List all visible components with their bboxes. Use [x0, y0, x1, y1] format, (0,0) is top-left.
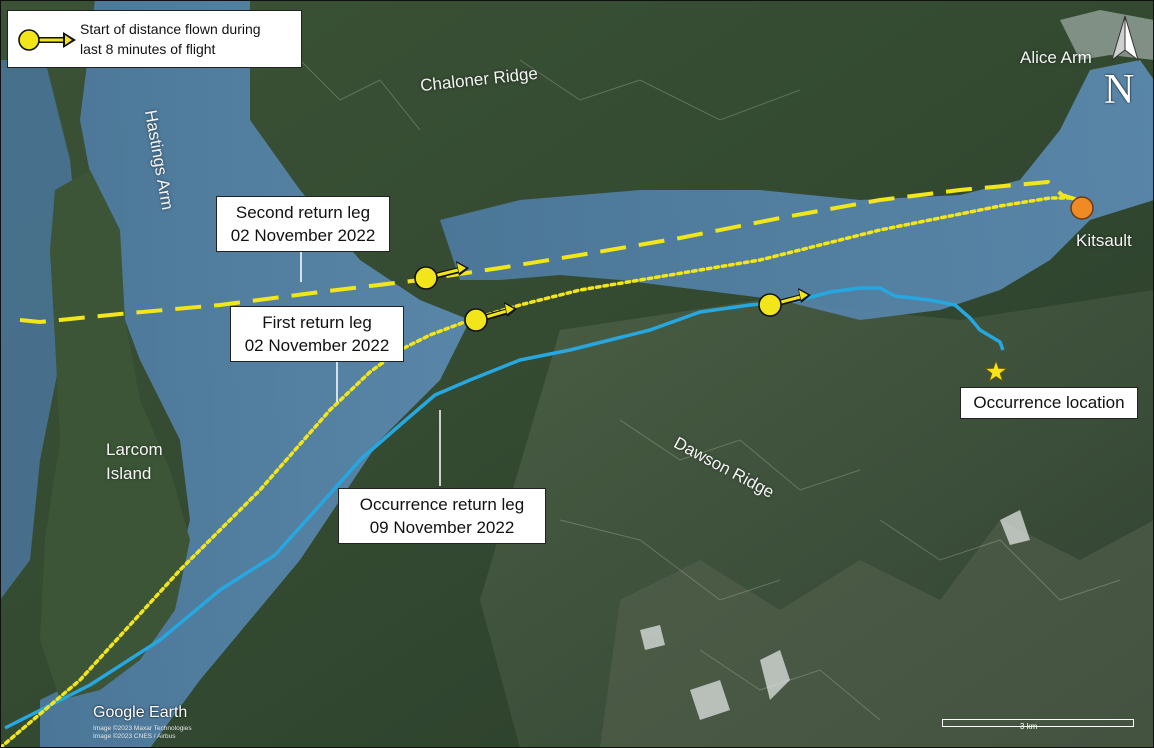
- occurrence-return-leg-title: Occurrence return leg: [359, 495, 525, 514]
- second-return-leg-track: [19, 179, 1079, 325]
- alice-arm-water: [440, 60, 1154, 320]
- terrain-texture: [299, 59, 1121, 721]
- credit-line1: Image ©2023 Maxar Technologies: [93, 725, 192, 732]
- second-leg-start-marker: [414, 261, 469, 290]
- yellow-dot-arrow-icon: [18, 29, 76, 51]
- hastings-arm-water: [40, 0, 470, 748]
- first-leg-start-marker: [464, 302, 517, 332]
- legend: Start of distance flown during last 8 mi…: [7, 10, 302, 68]
- kitsault-marker: [1070, 196, 1094, 220]
- occurrence-location-callout: Occurrence location: [960, 387, 1138, 419]
- second-return-leg-title: Second return leg: [235, 203, 371, 222]
- kitsault-label: Kitsault: [1076, 231, 1132, 250]
- scale-label: 3 km: [1020, 722, 1038, 731]
- scale-bar: [942, 719, 1134, 727]
- legend-text-line1: Start of distance flown during: [80, 21, 261, 37]
- legend-text-line2: last 8 minutes of flight: [80, 41, 216, 57]
- legend-text: Start of distance flown during last 8 mi…: [80, 19, 300, 59]
- occurrence-leg-start-marker: [758, 288, 811, 317]
- alice-arm-label: Alice Arm: [1020, 48, 1092, 67]
- google-earth-logo: Google Earth: [93, 704, 188, 721]
- north-letter: N: [1104, 67, 1135, 113]
- north-arrow-icon: [1111, 15, 1139, 62]
- larcom-island-label: Larcom Island: [106, 438, 163, 486]
- occurrence-return-leg-callout: Occurrence return leg 09 November 2022: [338, 488, 546, 544]
- first-return-leg-track: [0, 196, 1074, 748]
- larcom-island-land: [40, 170, 190, 700]
- mountain-peaks: [600, 520, 1154, 748]
- occurrence-star-icon: [984, 359, 1008, 382]
- first-return-leg-date: 02 November 2022: [244, 336, 390, 355]
- first-return-leg-title: First return leg: [262, 313, 372, 332]
- credit-line2: Image ©2023 CNES / Airbus: [93, 733, 176, 740]
- second-return-leg-date: 02 November 2022: [230, 226, 376, 245]
- second-return-leg-callout: Second return leg 02 November 2022: [216, 196, 390, 252]
- snow-patches: [640, 510, 1030, 720]
- first-return-leg-callout: First return leg 02 November 2022: [230, 306, 404, 362]
- larcom-island-line2: Island: [106, 464, 152, 483]
- occurrence-return-leg-track: [4, 286, 1005, 730]
- occurrence-return-leg-date: 09 November 2022: [369, 518, 515, 537]
- larcom-island-line1: Larcom: [106, 440, 163, 459]
